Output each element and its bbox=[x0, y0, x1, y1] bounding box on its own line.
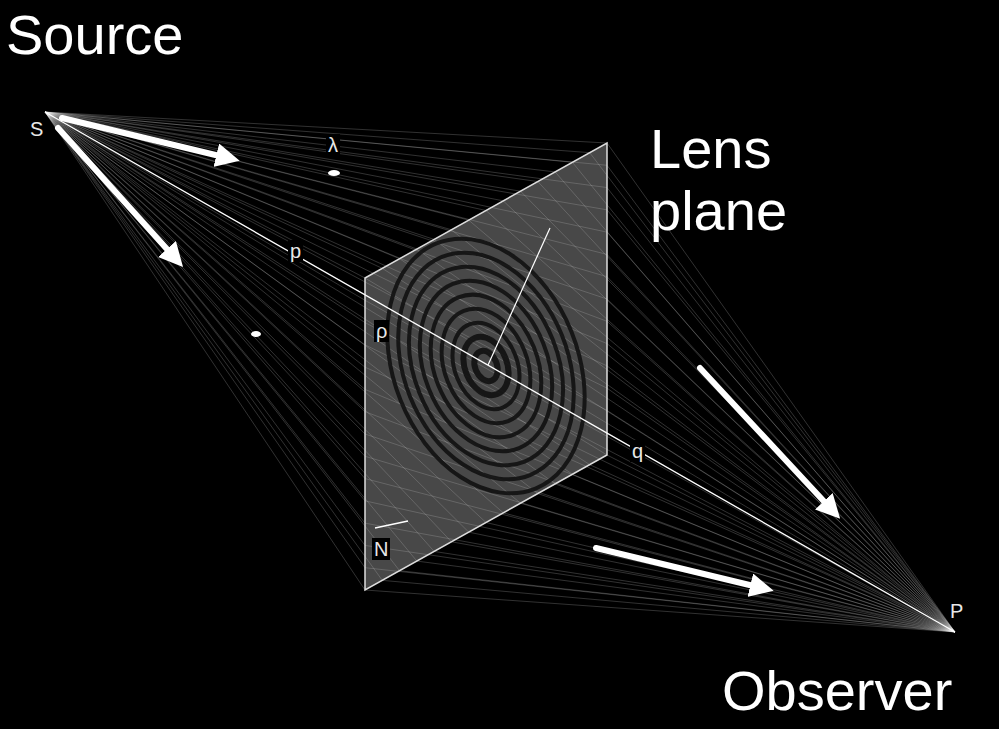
scale-mark bbox=[375, 521, 408, 528]
radius-symbol: ρ bbox=[374, 320, 389, 342]
wavelength-symbol: λ bbox=[326, 134, 340, 156]
distance-symbol: q bbox=[630, 440, 645, 462]
lens-plane bbox=[365, 143, 607, 590]
region-title: Lens plane bbox=[650, 118, 850, 241]
point-symbol: P bbox=[948, 600, 965, 622]
ray-fan bbox=[45, 112, 955, 632]
region-title: Observer bbox=[722, 660, 952, 722]
region-title: Source bbox=[6, 4, 183, 66]
distance-symbol: p bbox=[288, 240, 303, 262]
zone-rings bbox=[351, 209, 621, 523]
radius-line bbox=[488, 228, 550, 365]
zone-count-symbol: N bbox=[372, 538, 390, 560]
optical-axis bbox=[45, 112, 955, 632]
wave-marker bbox=[328, 170, 340, 176]
wave-marker bbox=[251, 331, 261, 337]
point-symbol: S bbox=[28, 118, 45, 140]
